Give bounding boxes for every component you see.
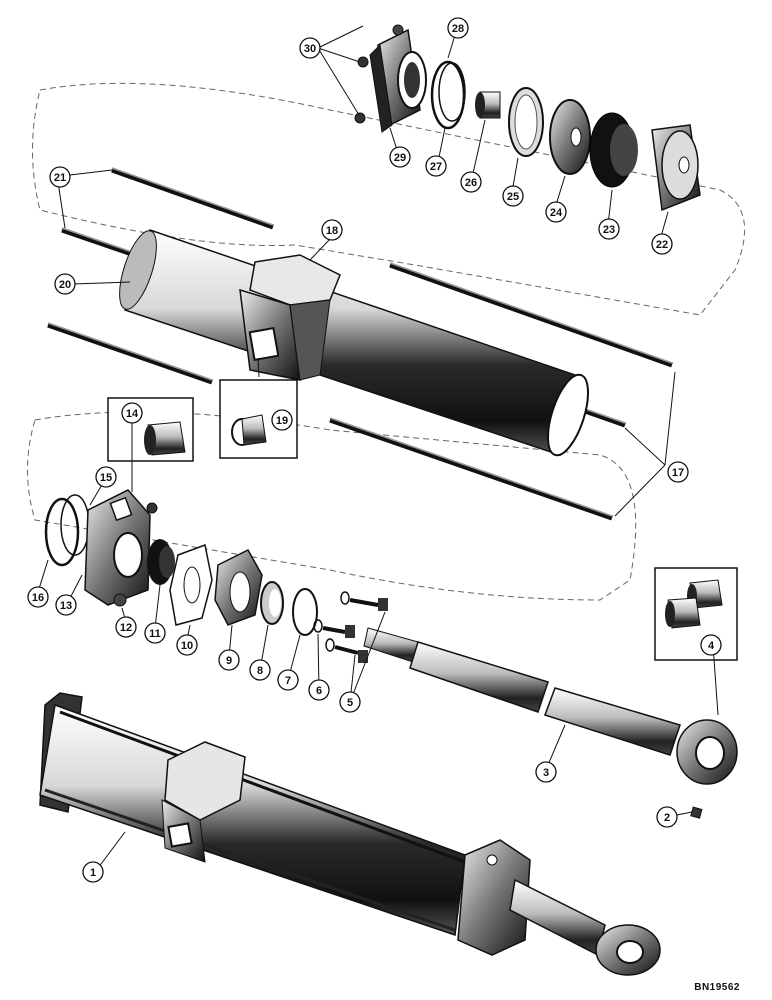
figure-code: BN19562 xyxy=(694,982,740,993)
bushing-26 xyxy=(475,91,501,119)
center-mount-18 xyxy=(239,254,341,381)
svg-text:21: 21 xyxy=(54,172,66,184)
callout-5: 5 xyxy=(339,691,361,713)
svg-text:8: 8 xyxy=(257,665,263,677)
svg-text:28: 28 xyxy=(452,23,464,35)
end-cap-13 xyxy=(84,489,158,606)
svg-text:12: 12 xyxy=(120,622,132,634)
callout-6: 6 xyxy=(308,679,330,701)
lock-washers-6 xyxy=(313,591,350,652)
svg-text:26: 26 xyxy=(465,177,477,189)
svg-text:5: 5 xyxy=(347,697,353,709)
callout-18: 18 xyxy=(321,219,343,241)
callout-10: 10 xyxy=(176,634,198,656)
callout-21: 21 xyxy=(49,166,71,188)
callout-19: 19 xyxy=(271,409,293,431)
callout-2: 2 xyxy=(656,806,678,828)
callout-24: 24 xyxy=(545,201,567,223)
svg-text:6: 6 xyxy=(316,685,322,697)
callout-15: 15 xyxy=(95,466,117,488)
callout-9: 9 xyxy=(218,649,240,671)
svg-text:27: 27 xyxy=(430,161,442,173)
nut-12 xyxy=(113,593,127,607)
callout-29: 29 xyxy=(389,146,411,168)
callout-30: 30 xyxy=(299,37,321,59)
svg-text:3: 3 xyxy=(543,767,549,779)
seal-23 xyxy=(589,112,638,188)
callout-11: 11 xyxy=(144,622,166,644)
svg-text:18: 18 xyxy=(326,225,338,237)
retainer-9 xyxy=(214,549,263,626)
svg-text:1: 1 xyxy=(90,867,96,879)
svg-text:29: 29 xyxy=(394,152,406,164)
svg-text:13: 13 xyxy=(60,600,72,612)
svg-text:19: 19 xyxy=(276,415,288,427)
svg-text:20: 20 xyxy=(59,279,71,291)
callout-17: 17 xyxy=(667,461,689,483)
ring-25 xyxy=(508,87,544,157)
callout-26: 26 xyxy=(460,171,482,193)
svg-text:22: 22 xyxy=(656,239,668,251)
tie-rod-17a xyxy=(389,262,673,368)
washer-24 xyxy=(549,99,591,175)
inset-bushings-4 xyxy=(654,567,738,661)
ring-7 xyxy=(292,588,318,636)
tie-rod-21a xyxy=(111,167,274,230)
assembled-cylinder-1 xyxy=(39,692,661,976)
svg-text:14: 14 xyxy=(126,408,139,420)
nut-30b xyxy=(354,112,366,124)
svg-text:16: 16 xyxy=(32,592,44,604)
svg-text:2: 2 xyxy=(664,812,670,824)
nut-30a xyxy=(357,56,369,68)
svg-text:23: 23 xyxy=(603,224,615,236)
callout-4: 4 xyxy=(700,634,722,656)
svg-text:7: 7 xyxy=(285,675,291,687)
wiper-8 xyxy=(260,581,284,625)
callout-1: 1 xyxy=(82,861,104,883)
tie-rod-17c xyxy=(329,417,613,521)
seal-11 xyxy=(147,539,175,585)
svg-text:25: 25 xyxy=(507,191,519,203)
piston-22 xyxy=(651,124,701,212)
cylinder-barrel-20 xyxy=(119,229,590,457)
svg-text:9: 9 xyxy=(226,655,232,667)
o-ring-16 xyxy=(44,497,80,567)
callout-22: 22 xyxy=(651,233,673,255)
callout-16: 16 xyxy=(27,586,49,608)
callouts: 1 2 3 4 5 6 7 8 9 10 11 12 13 14 15 16 1… xyxy=(27,17,722,883)
callout-3: 3 xyxy=(535,761,557,783)
piston-rod-3 xyxy=(363,627,738,785)
inset-bushing-14 xyxy=(107,397,194,462)
end-cap-29 xyxy=(369,24,427,133)
gasket-10 xyxy=(169,543,213,626)
svg-text:4: 4 xyxy=(708,640,715,652)
cap-screws-5 xyxy=(322,598,388,663)
o-ring-28 xyxy=(438,62,466,122)
callout-12: 12 xyxy=(115,616,137,638)
tie-rod-left-lower xyxy=(47,322,213,385)
callout-25: 25 xyxy=(502,185,524,207)
callout-7: 7 xyxy=(277,669,299,691)
callout-23: 23 xyxy=(598,218,620,240)
svg-text:10: 10 xyxy=(181,640,193,652)
svg-text:17: 17 xyxy=(672,467,684,479)
svg-text:30: 30 xyxy=(304,43,316,55)
svg-text:15: 15 xyxy=(100,472,112,484)
callout-14: 14 xyxy=(121,402,143,424)
callout-20: 20 xyxy=(54,273,76,295)
callout-27: 27 xyxy=(425,155,447,177)
grease-fitting-2 xyxy=(690,806,703,819)
upper-dashed-envelope xyxy=(32,82,746,316)
o-ring-27 xyxy=(430,60,466,130)
svg-text:11: 11 xyxy=(149,628,161,640)
callout-13: 13 xyxy=(55,594,77,616)
svg-text:24: 24 xyxy=(550,207,563,219)
callout-28: 28 xyxy=(447,17,469,39)
callout-8: 8 xyxy=(249,659,271,681)
